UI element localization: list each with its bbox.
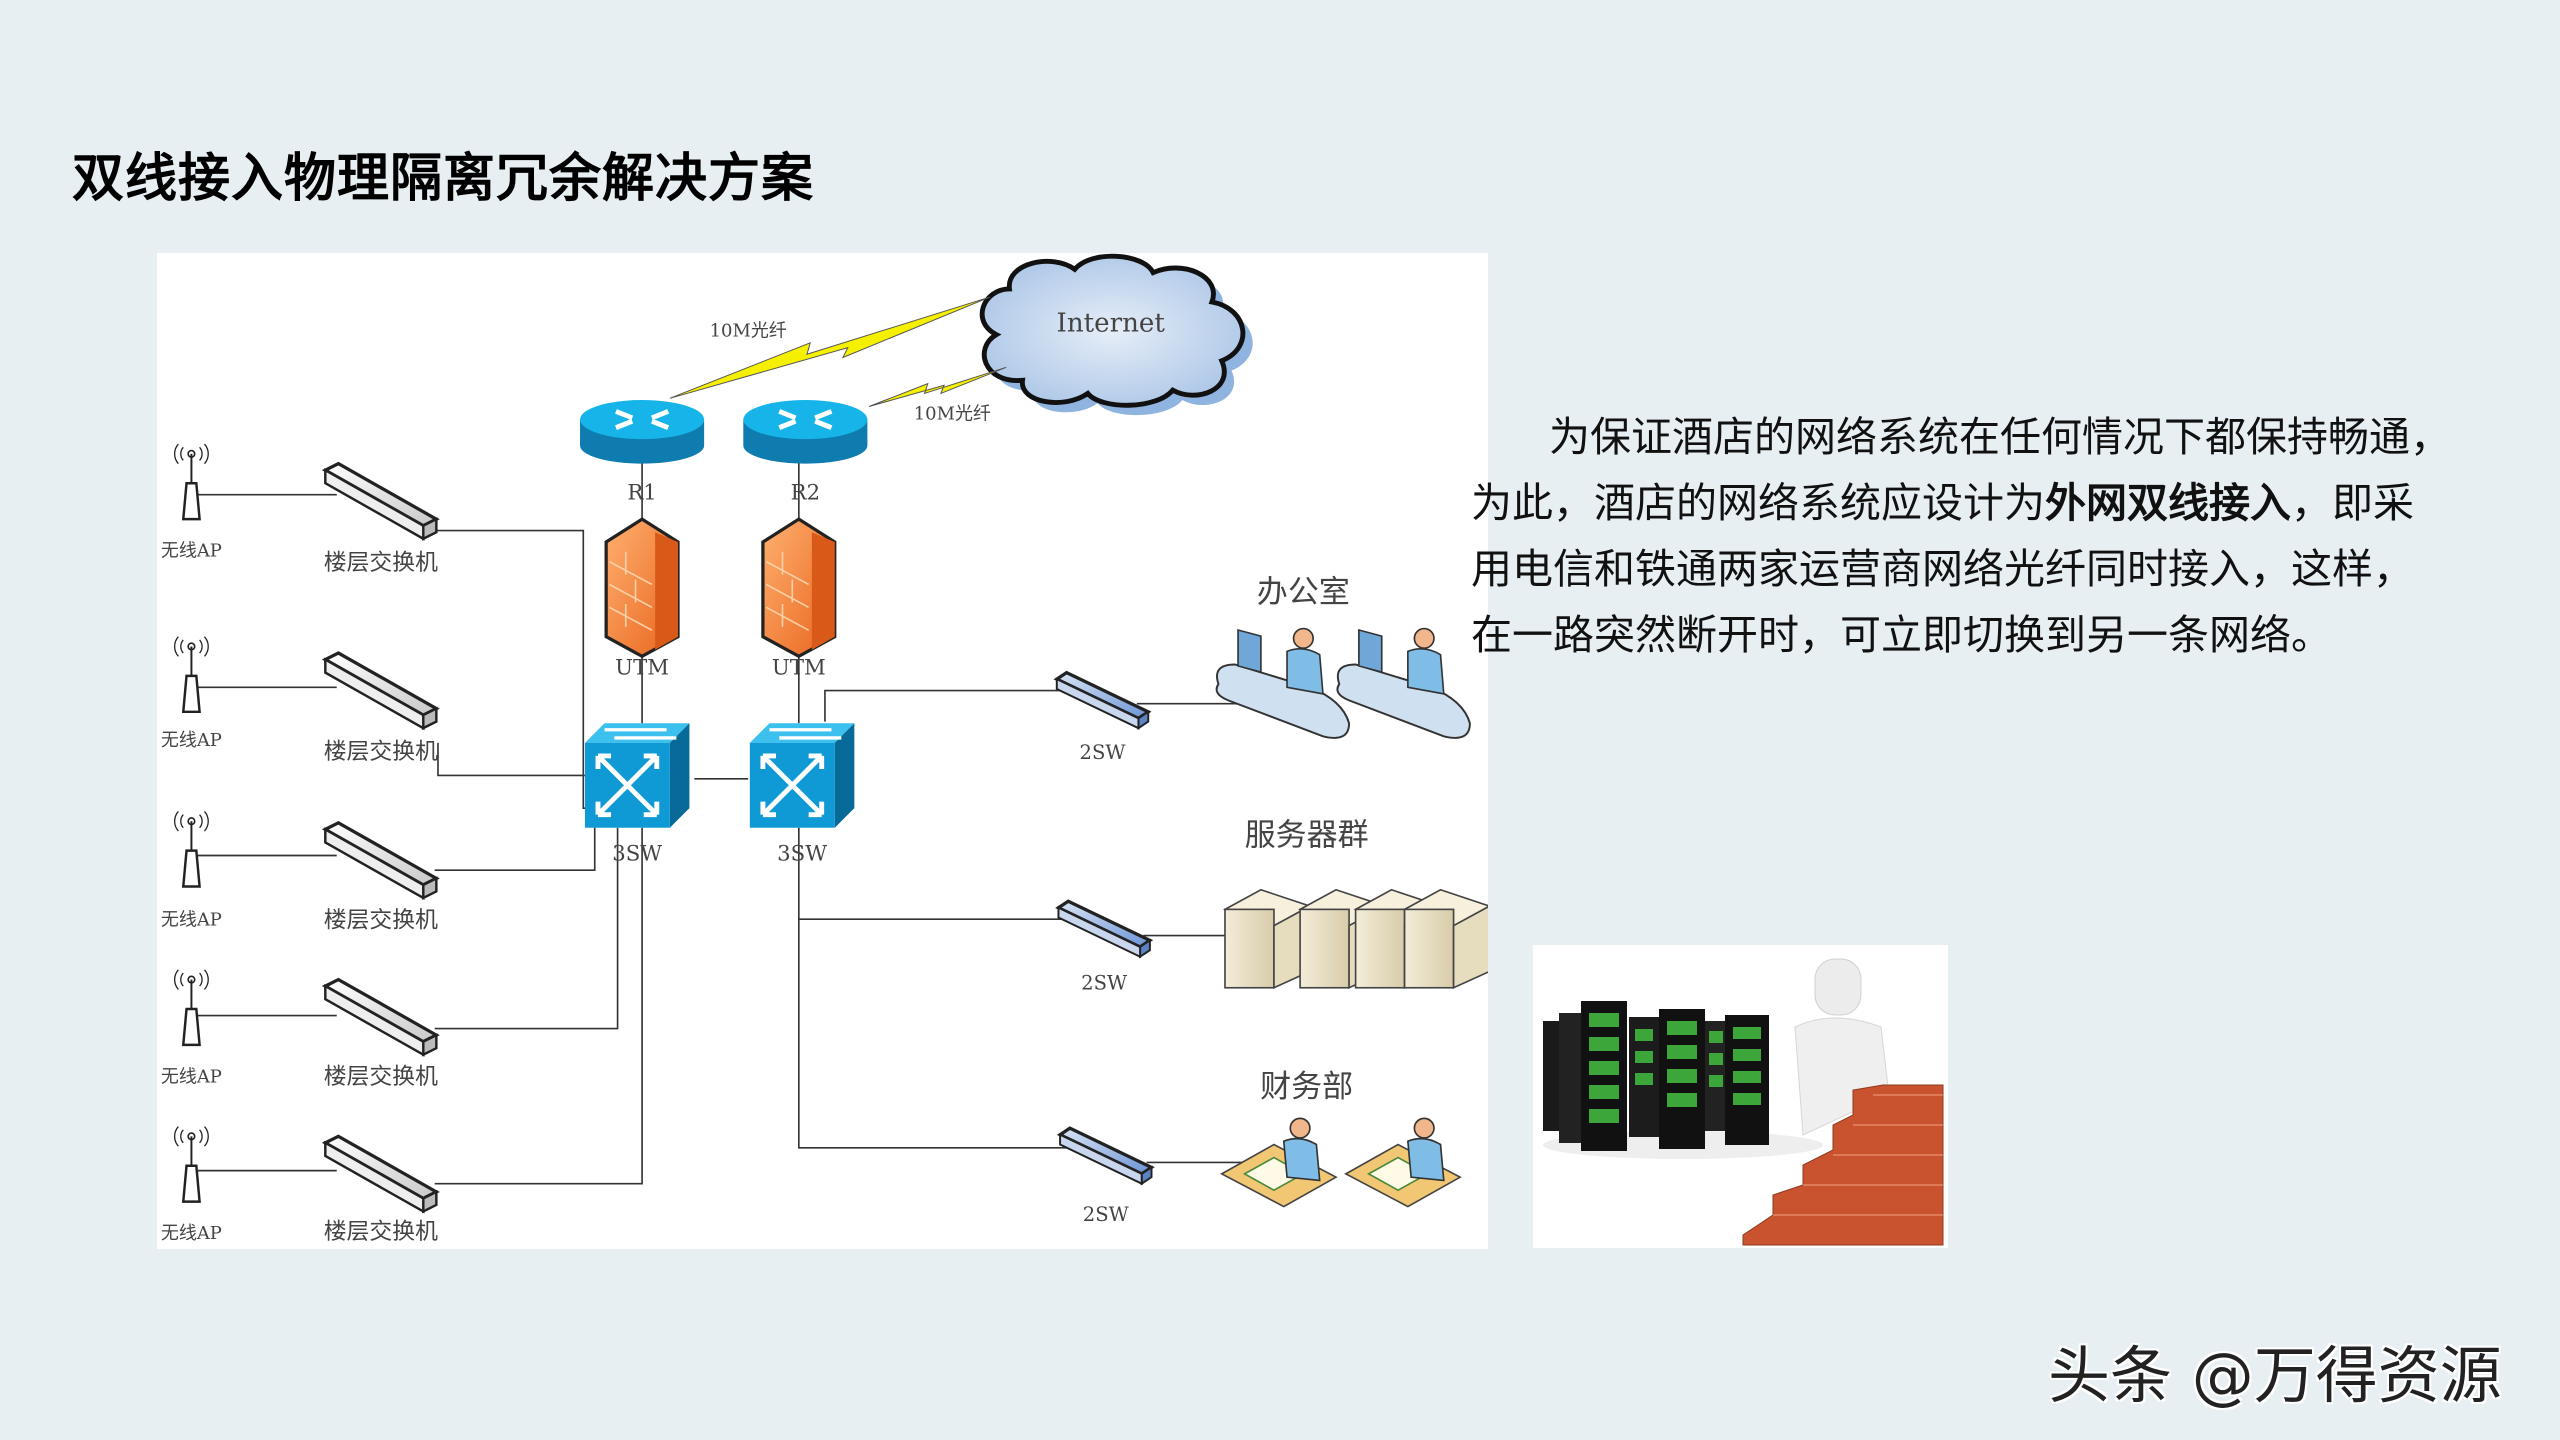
wireless-ap-icon — [174, 636, 209, 714]
core-switch-label: 3SW — [777, 841, 827, 866]
access-switch-label: 2SW — [1081, 971, 1128, 994]
internet-cloud-icon — [979, 253, 1253, 416]
network-diagram: Internet 10M光纤 10M光纤 R1 R2 UTM UTM — [157, 253, 1488, 1249]
ap-label: 无线AP — [161, 910, 222, 931]
floor-switch-label: 楼层交换机 — [324, 907, 438, 933]
description-emphasis: 外网双线接入 — [2045, 479, 2291, 527]
description-text: 为此，酒店的网络系统应设计为 — [1471, 479, 2045, 527]
description-line: 在一路突然断开时，可立即切换到另一条网络。 — [1471, 611, 2332, 659]
server-tower-icon — [1222, 888, 1312, 990]
router-label: R1 — [627, 481, 656, 506]
access-switch-icon — [1055, 899, 1154, 959]
department-label: 服务器群 — [1245, 818, 1369, 854]
core-switch-label: 3SW — [612, 841, 662, 866]
access-switch-label: 2SW — [1080, 741, 1127, 764]
finance-desk-icon — [1220, 1117, 1338, 1208]
access-row: 无线AP 楼层交换机 — [161, 810, 440, 933]
access-row: 无线AP 楼层交换机 — [161, 1126, 440, 1245]
finance-desk-icon — [1344, 1117, 1462, 1208]
department-label: 财务部 — [1260, 1069, 1353, 1105]
ap-label: 无线AP — [161, 730, 222, 751]
wireless-ap-icon — [174, 969, 209, 1047]
router-icon — [580, 399, 705, 464]
link-label: 10M光纤 — [710, 320, 787, 341]
firewall-label: UTM — [615, 655, 669, 680]
router-label: R2 — [791, 481, 820, 506]
fiber-link-icon — [669, 296, 991, 399]
access-switch-label: 2SW — [1083, 1203, 1130, 1226]
floor-switch-icon — [321, 820, 440, 901]
access-switch-icon — [1056, 1126, 1155, 1186]
firewall-label: UTM — [772, 655, 826, 680]
ap-label: 无线AP — [161, 1066, 222, 1087]
fiber-link-icon — [868, 366, 1007, 407]
floor-switch-icon — [321, 977, 440, 1057]
ap-label: 无线AP — [161, 541, 222, 562]
core-switch-icon — [749, 723, 855, 828]
page-title: 双线接入物理隔离冗余解决方案 — [72, 149, 815, 209]
access-row: 无线AP 楼层交换机 — [161, 443, 440, 576]
access-row: 无线AP 楼层交换机 — [161, 969, 440, 1090]
description-text: ，即采 — [2291, 479, 2414, 527]
description-line: 用电信和铁通两家运营商网络光纤同时接入，这样， — [1471, 545, 2414, 593]
floor-switch-label: 楼层交换机 — [324, 550, 438, 576]
description-paragraph: 为保证酒店的网络系统在任何情况下都保持畅通， 为此，酒店的网络系统应设计为外网双… — [1471, 404, 2471, 668]
floor-switch-label: 楼层交换机 — [324, 1219, 438, 1245]
floor-switch-icon — [321, 461, 440, 541]
connection-lines — [197, 457, 1268, 1185]
firewall-icon — [604, 517, 680, 659]
wireless-ap-icon — [174, 810, 209, 888]
server-tower-icon — [1402, 888, 1488, 990]
watermark: 头条 @万得资源 — [2048, 1339, 2502, 1412]
floor-switch-icon — [321, 1134, 440, 1214]
office-workstation-icon — [1336, 627, 1471, 739]
floor-switch-label: 楼层交换机 — [324, 1064, 438, 1090]
description-line: 为此，酒店的网络系统应设计为外网双线接入，即采 — [1471, 470, 2471, 536]
internet-label: Internet — [1057, 308, 1166, 338]
router-icon — [743, 399, 868, 464]
wireless-ap-icon — [174, 443, 209, 521]
link-label: 10M光纤 — [914, 404, 991, 425]
access-switch-icon — [1053, 670, 1152, 730]
firewall-illustration-photo — [1533, 945, 1948, 1248]
access-row: 无线AP 楼层交换机 — [161, 636, 440, 765]
description-line: 为保证酒店的网络系统在任何情况下都保持畅通， — [1549, 413, 2451, 461]
firewall-icon — [761, 517, 837, 659]
department-label: 办公室 — [1257, 574, 1350, 610]
wireless-ap-icon — [174, 1126, 209, 1203]
floor-switch-label: 楼层交换机 — [324, 739, 438, 765]
ap-label: 无线AP — [161, 1223, 222, 1244]
office-workstation-icon — [1215, 627, 1351, 739]
floor-switch-icon — [321, 651, 440, 731]
core-switch-icon — [584, 723, 690, 828]
